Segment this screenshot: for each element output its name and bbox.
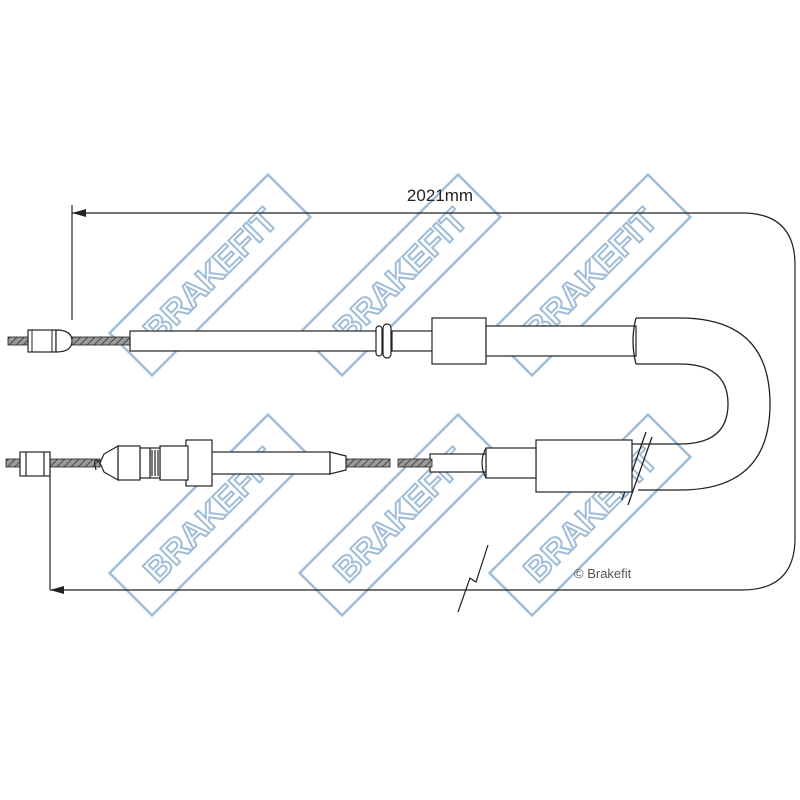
- svg-text:BRAKEFIT: BRAKEFIT: [136, 201, 285, 350]
- dimension-lines: [49, 205, 796, 613]
- length-dimension-label: 2021mm: [406, 186, 474, 205]
- copyright-notice: © Brakefit: [574, 566, 632, 581]
- upper-sheath: [129, 317, 637, 365]
- brakefit-watermark-logo: BRAKEFIT: [297, 412, 503, 618]
- upper-inner-wire: [7, 329, 133, 353]
- lower-end-nipple: [19, 451, 51, 477]
- lower-adjuster: [94, 439, 347, 487]
- dimension-arrows: [50, 209, 86, 594]
- lower-sheath: [429, 439, 633, 493]
